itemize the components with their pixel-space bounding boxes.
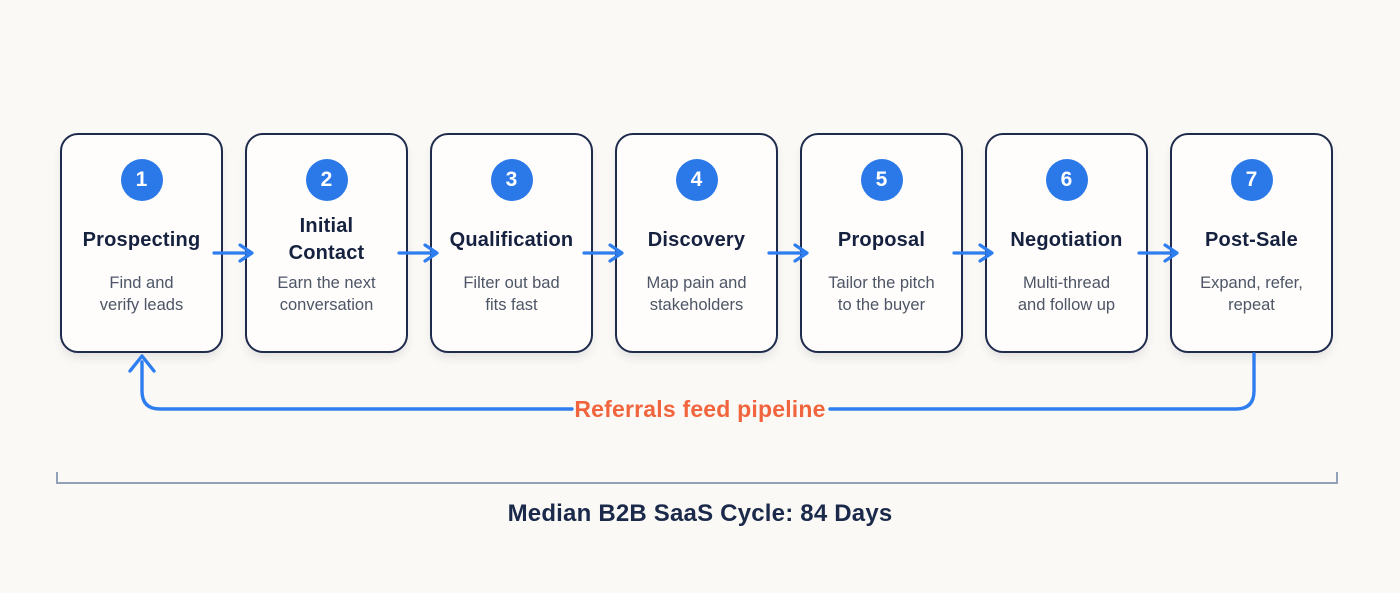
stage-card-proposal: 5 Proposal Tailor the pitch to the buyer: [800, 133, 963, 353]
step-number-badge: 6: [1045, 159, 1088, 201]
step-number-badge: 4: [675, 159, 718, 201]
step-number-badge: 2: [305, 159, 348, 201]
stage-card-negotiation: 6 Negotiation Multi-thread and follow up: [985, 133, 1148, 353]
stage-title: Post-Sale: [1205, 228, 1298, 251]
stage-title: Initial Contact: [288, 215, 365, 264]
stage-subtitle: Multi-thread and follow up: [1017, 274, 1116, 314]
stage-subtitle: Find and verify leads: [99, 274, 184, 314]
stage-card-row: 1 Prospecting Find and verify leads 2 In…: [60, 133, 1333, 353]
stage-subtitle: Earn the next conversation: [277, 274, 376, 314]
stage-card-initial-contact: 2 Initial Contact Earn the next conversa…: [245, 133, 408, 353]
step-number-badge: 3: [490, 159, 533, 201]
stage-title: Qualification: [449, 228, 574, 251]
step-number-badge: 5: [860, 159, 903, 201]
cycle-duration-label: Median B2B SaaS Cycle: 84 Days: [507, 500, 893, 527]
arrow-right-icon: [1137, 243, 1179, 263]
stage-subtitle: Filter out bad fits fast: [463, 274, 560, 314]
stage-subtitle: Tailor the pitch to the buyer: [828, 274, 935, 314]
referral-loop-label: Referrals feed pipeline: [574, 396, 826, 422]
duration-bracket: [56, 472, 1338, 484]
stage-subtitle: Map pain and stakeholders: [646, 274, 747, 314]
step-number-badge: 1: [120, 159, 163, 201]
stage-card-post-sale: 7 Post-Sale Expand, refer, repeat: [1170, 133, 1333, 353]
stage-title: Prospecting: [82, 228, 201, 251]
arrow-right-icon: [767, 243, 809, 263]
stage-subtitle: Expand, refer, repeat: [1200, 274, 1303, 314]
stage-title: Proposal: [837, 228, 926, 251]
stage-title: Negotiation: [1010, 228, 1123, 251]
stage-card-discovery: 4 Discovery Map pain and stakeholders: [615, 133, 778, 353]
arrow-right-icon: [397, 243, 439, 263]
arrow-right-icon: [582, 243, 624, 263]
arrow-right-icon: [212, 243, 254, 263]
stage-card-qualification: 3 Qualification Filter out bad fits fast: [430, 133, 593, 353]
stage-card-prospecting: 1 Prospecting Find and verify leads: [60, 133, 223, 353]
stage-title: Discovery: [647, 228, 746, 251]
arrow-right-icon: [952, 243, 994, 263]
step-number-badge: 7: [1230, 159, 1273, 201]
